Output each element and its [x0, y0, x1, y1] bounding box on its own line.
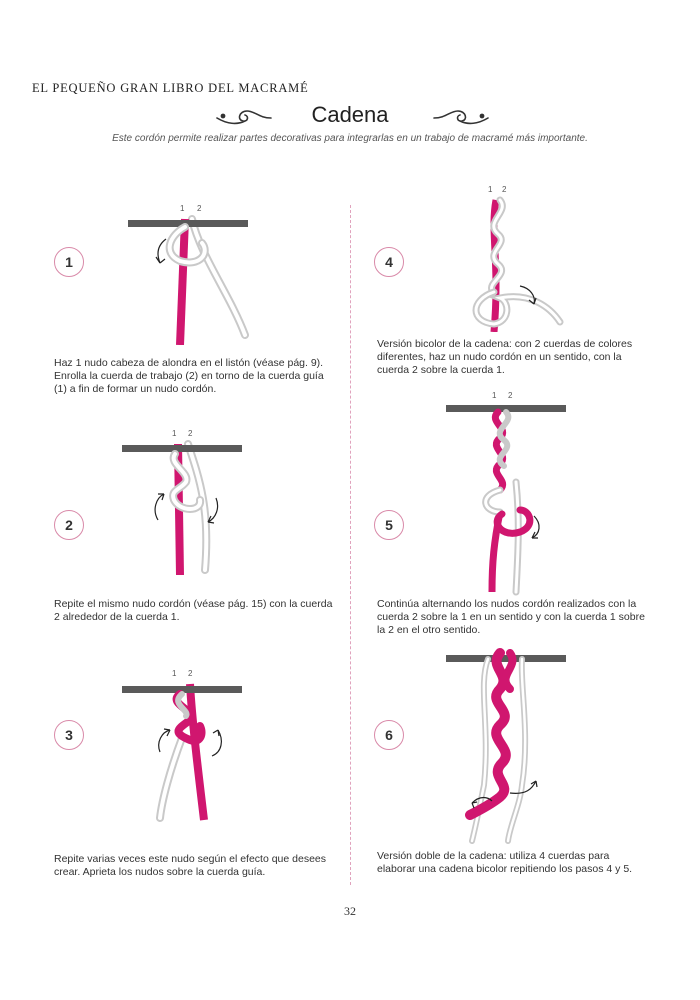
cord-label-1: 1 — [488, 185, 493, 194]
page-subtitle: Este cordón permite realizar partes deco… — [112, 133, 588, 144]
cord-label-2: 2 — [188, 429, 193, 438]
step-2: 1 2 2 Repite el mismo nudo cordón (véase… — [40, 420, 340, 630]
step-6: 6 Versión doble de la cadena: utiliza 4 … — [360, 645, 660, 895]
cord-label-1: 1 — [172, 669, 177, 678]
step-4: 1 2 4 Versión bicolor de la cadena: con … — [360, 182, 660, 397]
cord-label-1: 1 — [172, 429, 177, 438]
cord-label-2: 2 — [502, 185, 507, 194]
right-flourish-icon — [433, 110, 489, 125]
cord-label-2: 2 — [508, 392, 513, 400]
running-head: EL PEQUEÑO GRAN LIBRO DEL MACRAMÉ — [32, 81, 309, 95]
step-1-illustration-icon: 1 2 — [128, 204, 249, 345]
cord-label-2: 2 — [188, 669, 193, 678]
step-1: 1 2 1 Haz 1 nudo cabeza de alondra en el… — [40, 195, 340, 405]
step-number-badge: 3 — [54, 720, 84, 750]
cord-label-1: 1 — [180, 204, 185, 213]
step-number-badge: 4 — [374, 247, 404, 277]
title-row: Cadena — [0, 98, 700, 138]
step-6-description: Versión doble de la cadena: utiliza 4 cu… — [377, 850, 633, 875]
step-5-illustration-icon: 1 2 — [446, 392, 566, 596]
step-3: 1 2 3 Repite varias veces este nudo segú… — [40, 660, 340, 885]
step-3-description: Repite varias veces este nudo según el e… — [54, 853, 327, 878]
step-5-description: Continúa alternando los nudos cordón rea… — [377, 598, 645, 636]
step-number-badge: 2 — [54, 510, 84, 540]
page-title: Cadena — [311, 102, 389, 127]
left-flourish-icon — [216, 110, 272, 125]
step-1-description: Haz 1 nudo cabeza de alondra en el listó… — [54, 357, 324, 395]
step-number-badge: 5 — [374, 510, 404, 540]
step-3-illustration-icon: 1 2 — [122, 669, 242, 822]
step-2-illustration-icon: 1 2 — [122, 429, 242, 576]
step-4-description: Versión bicolor de la cadena: con 2 cuer… — [377, 338, 633, 376]
step-number-badge: 6 — [374, 720, 404, 750]
step-6-illustration-icon — [446, 648, 566, 844]
cord-label-1: 1 — [492, 392, 497, 400]
step-5: 1 2 5 Continúa alternando los nudos cord… — [360, 392, 660, 642]
page-number: 32 — [344, 904, 356, 918]
step-number-badge: 1 — [54, 247, 84, 277]
column-divider — [350, 205, 351, 885]
step-2-description: Repite el mismo nudo cordón (véase pág. … — [54, 598, 333, 623]
cord-label-2: 2 — [197, 204, 202, 213]
step-4-illustration-icon: 1 2 — [472, 185, 564, 332]
